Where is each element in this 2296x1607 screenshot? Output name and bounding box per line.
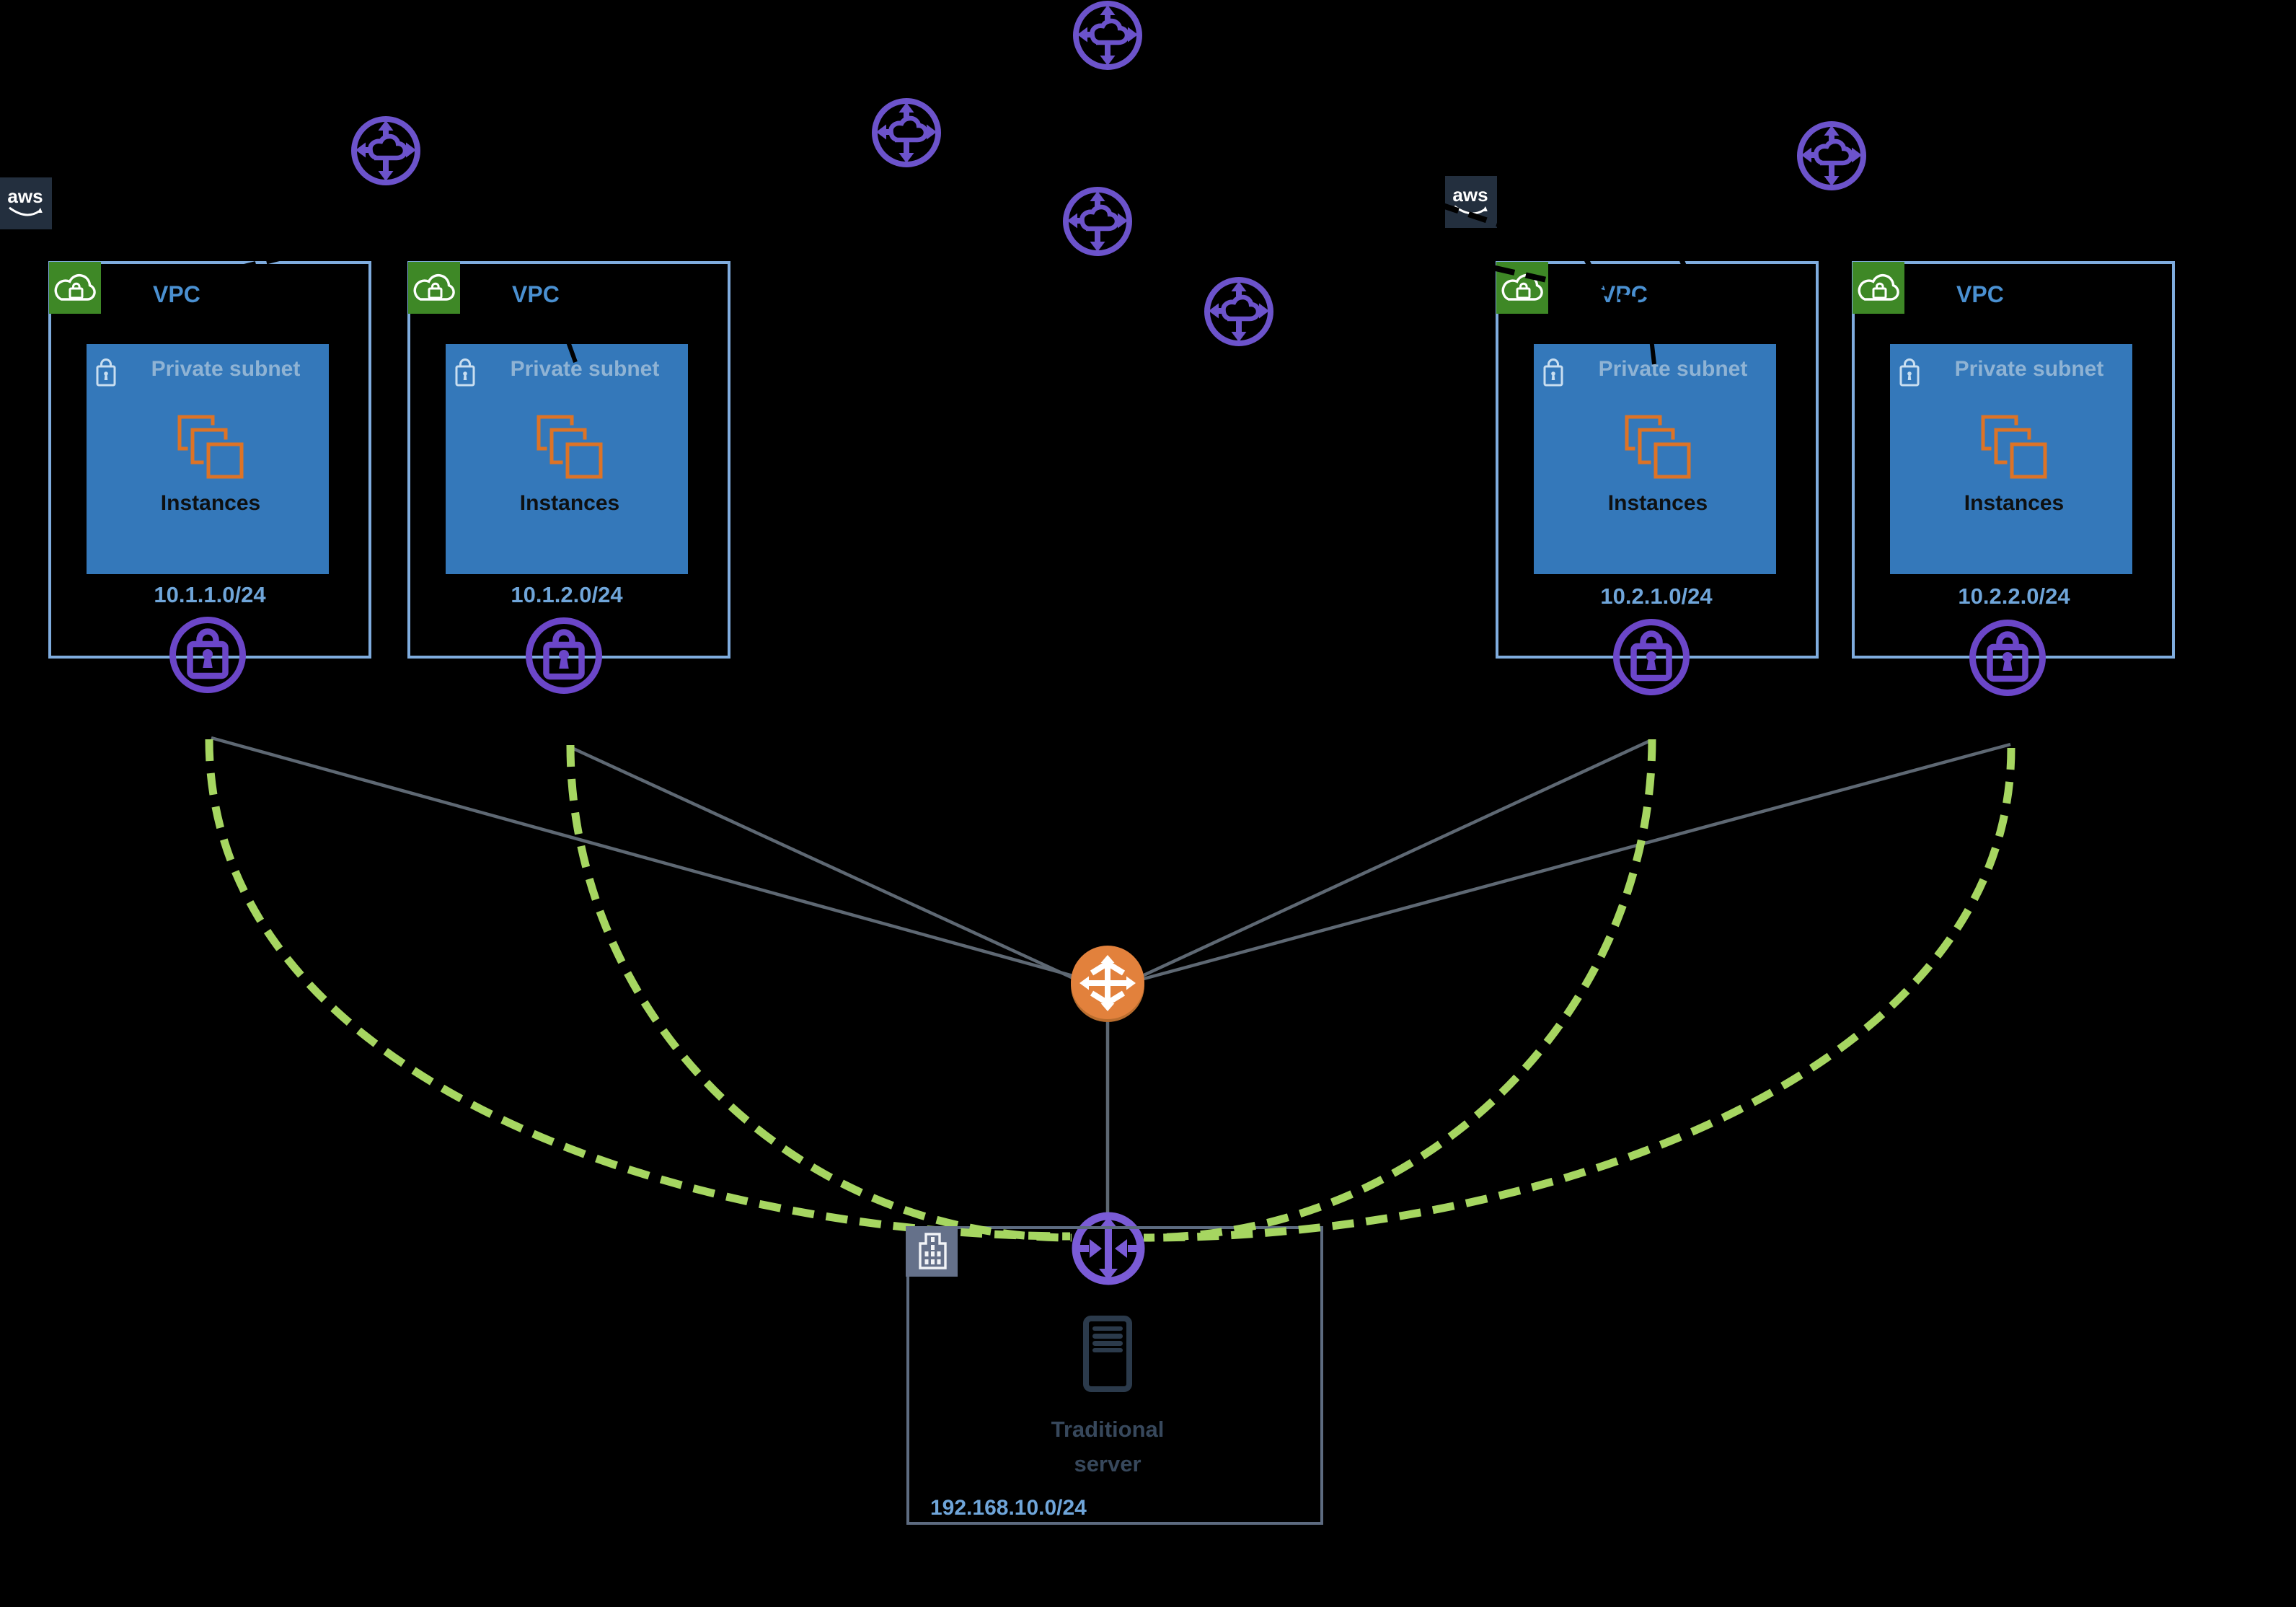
svg-text:10.1.2.0/24: 10.1.2.0/24 — [511, 582, 623, 607]
svg-text:10.2.1.0/24: 10.2.1.0/24 — [1600, 584, 1713, 609]
svg-text:10.1.1.0/24: 10.1.1.0/24 — [154, 582, 266, 607]
svg-text:192.168.10.0/24: 192.168.10.0/24 — [930, 1496, 1087, 1520]
svg-text:server: server — [1074, 1451, 1141, 1476]
svg-text:10.2.2.0/24: 10.2.2.0/24 — [1958, 584, 2070, 609]
svg-text:Traditional: Traditional — [1051, 1417, 1165, 1442]
